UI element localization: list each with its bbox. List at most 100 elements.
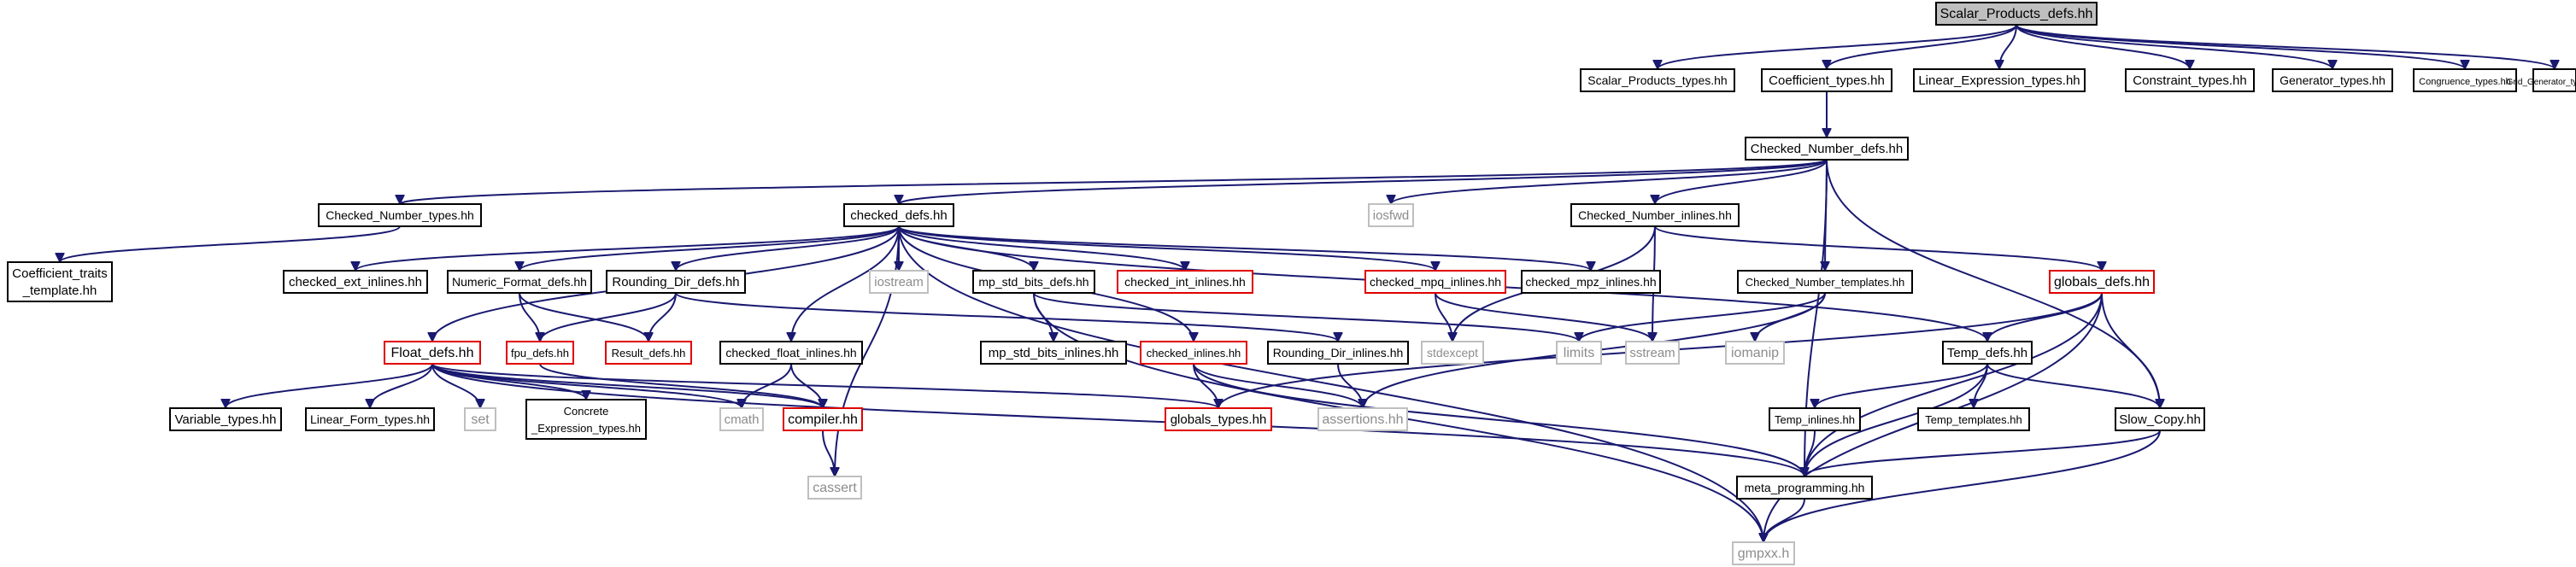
edge-checked-float-inlines-to-compiler bbox=[790, 363, 823, 409]
node-numeric-format-defs[interactable]: Numeric_Format_defs.hh bbox=[447, 270, 592, 294]
edge-temp-defs-to-meta-programming bbox=[1804, 363, 1988, 476]
node-label: globals_types.hh bbox=[1171, 412, 1267, 427]
edge-temp-defs-to-temp-inlines bbox=[1815, 363, 1988, 409]
node-compiler[interactable]: compiler.hh bbox=[783, 407, 863, 431]
node-checked-int-inlines[interactable]: checked_int_inlines.hh bbox=[1117, 270, 1253, 294]
node-slow-copy[interactable]: Slow_Copy.hh bbox=[2115, 407, 2205, 431]
node-temp-inlines[interactable]: Temp_inlines.hh bbox=[1769, 407, 1861, 431]
node-constraint-types[interactable]: Constraint_types.hh bbox=[2125, 68, 2255, 92]
node-label: Congruence_types.hh bbox=[2419, 77, 2511, 87]
node-box bbox=[1917, 407, 2030, 431]
node-box bbox=[1317, 407, 1408, 431]
node-checked-number-types[interactable]: Checked_Number_types.hh bbox=[318, 203, 482, 227]
node-rounding-dir-inlines[interactable]: Rounding_Dir_inlines.hh bbox=[1267, 341, 1409, 365]
node-result-defs[interactable]: Result_defs.hh bbox=[605, 341, 692, 365]
node-gmpxx: gmpxx.h bbox=[1732, 541, 1795, 565]
node-box bbox=[719, 407, 764, 431]
edge-fpu-defs-to-compiler bbox=[539, 363, 823, 409]
node-mp-std-bits-defs[interactable]: mp_std_bits_defs.hh bbox=[972, 270, 1095, 294]
node-label: limits bbox=[1564, 346, 1594, 360]
edge-slow-copy-to-meta-programming bbox=[1804, 430, 2161, 477]
edge-scalar-products-defs-to-congruence-types bbox=[2016, 24, 2465, 70]
node-temp-templates[interactable]: Temp_templates.hh bbox=[1917, 407, 2030, 431]
node-checked-mpz-inlines[interactable]: checked_mpz_inlines.hh bbox=[1521, 270, 1661, 294]
node-concrete-expression-types[interactable]: Concrete_Expression_types.hh bbox=[525, 399, 647, 440]
node-scalar-products-types[interactable]: Scalar_Products_types.hh bbox=[1580, 68, 1735, 92]
node-box bbox=[1913, 68, 2086, 92]
node-temp-defs[interactable]: Temp_defs.hh bbox=[1942, 341, 2033, 365]
node-fpu-defs[interactable]: fpu_defs.hh bbox=[506, 341, 574, 365]
edge-checked-number-defs-to-iosfwd bbox=[1391, 159, 1828, 205]
node-box bbox=[1421, 341, 1484, 365]
node-rounding-dir-defs[interactable]: Rounding_Dir_defs.hh bbox=[606, 270, 746, 294]
node-grid-generator-types[interactable]: Grid_Generator_types.hh bbox=[2507, 68, 2576, 92]
node-label: mp_std_bits_defs.hh bbox=[978, 275, 1088, 289]
node-label: checked_mpz_inlines.hh bbox=[1525, 275, 1656, 289]
node-label: compiler.hh bbox=[788, 412, 858, 427]
edge-scalar-products-defs-to-linear-expression-types bbox=[1999, 24, 2017, 70]
node-label: cassert bbox=[813, 481, 857, 495]
edge-slow-copy-to-gmpxx bbox=[1763, 430, 2161, 543]
edge-numeric-format-defs-to-result-defs bbox=[519, 292, 648, 342]
edge-checked-defs-to-checked-float-inlines bbox=[791, 225, 900, 342]
node-coefficient-types[interactable]: Coefficient_types.hh bbox=[1761, 68, 1892, 92]
node-label: Constraint_types.hh bbox=[2133, 73, 2246, 88]
node-box bbox=[980, 341, 1127, 365]
node-checked-ext-inlines[interactable]: checked_ext_inlines.hh bbox=[283, 270, 428, 294]
node-globals-defs[interactable]: globals_defs.hh bbox=[2049, 270, 2155, 294]
node-box bbox=[2125, 68, 2255, 92]
node-box bbox=[1521, 270, 1661, 294]
edge-float-defs-to-variable-types bbox=[226, 363, 433, 409]
node-meta-programming[interactable]: meta_programming.hh bbox=[1736, 476, 1873, 500]
node-checked-number-inlines[interactable]: Checked_Number_inlines.hh bbox=[1570, 203, 1740, 227]
node-variable-types[interactable]: Variable_types.hh bbox=[169, 407, 282, 431]
node-generator-types[interactable]: Generator_types.hh bbox=[2272, 68, 2393, 92]
node-label: iosfwd bbox=[1373, 208, 1410, 223]
node-checked-float-inlines[interactable]: checked_float_inlines.hh bbox=[719, 341, 863, 365]
node-checked-mpq-inlines[interactable]: checked_mpq_inlines.hh bbox=[1364, 270, 1506, 294]
node-checked-number-templates[interactable]: Checked_Number_templates.hh bbox=[1737, 270, 1913, 294]
node-box bbox=[2272, 68, 2393, 92]
node-float-defs[interactable]: Float_defs.hh bbox=[384, 341, 481, 365]
node-label: checked_mpq_inlines.hh bbox=[1370, 275, 1501, 289]
edge-float-defs-to-set bbox=[431, 363, 480, 409]
node-box bbox=[2532, 68, 2576, 92]
node-mp-std-bits-inlines[interactable]: mp_std_bits_inlines.hh bbox=[980, 341, 1127, 365]
node-iostream: iostream bbox=[869, 270, 929, 294]
node-label: Temp_inlines.hh bbox=[1775, 413, 1855, 426]
edge-checked-float-inlines-to-cmath bbox=[742, 363, 792, 409]
node-linear-form-types[interactable]: Linear_Form_types.hh bbox=[305, 407, 435, 431]
edge-checked-defs-to-checked-mpz-inlines bbox=[898, 225, 1591, 272]
node-box bbox=[1117, 270, 1253, 294]
edge-float-defs-to-cmath bbox=[431, 363, 742, 409]
edge-globals-defs-to-temp-defs bbox=[1987, 292, 2103, 342]
node-box bbox=[719, 341, 863, 365]
node-box bbox=[305, 407, 435, 431]
node-checked-defs[interactable]: checked_defs.hh bbox=[843, 203, 954, 227]
node-checked-inlines[interactable]: checked_inlines.hh bbox=[1140, 341, 1247, 365]
edge-checked-mpq-inlines-to-stdexcept bbox=[1435, 292, 1452, 342]
node-label: iomanip bbox=[1731, 346, 1779, 360]
node-label: Slow_Copy.hh bbox=[2119, 412, 2201, 427]
edge-float-defs-to-globals-types bbox=[431, 363, 1218, 409]
node-label: Grid_Generator_types.hh bbox=[2507, 78, 2576, 87]
node-coefficient-traits-template[interactable]: Coefficient_traits_template.hh bbox=[7, 261, 113, 302]
edge-float-defs-to-linear-form-types bbox=[370, 363, 433, 409]
node-box bbox=[2413, 68, 2517, 92]
node-label: Coefficient_types.hh bbox=[1769, 73, 1885, 88]
node-label: iostream bbox=[874, 275, 924, 289]
node-label: Checked_Number_types.hh bbox=[326, 208, 474, 222]
node-globals-types[interactable]: globals_types.hh bbox=[1165, 407, 1272, 431]
node-congruence-types[interactable]: Congruence_types.hh bbox=[2413, 68, 2517, 92]
node-checked-number-defs[interactable]: Checked_Number_defs.hh bbox=[1745, 137, 1909, 161]
node-linear-expression-types[interactable]: Linear_Expression_types.hh bbox=[1913, 68, 2086, 92]
node-box bbox=[1165, 407, 1272, 431]
node-box bbox=[605, 341, 692, 365]
node-box bbox=[1935, 2, 2098, 26]
node-box bbox=[447, 270, 592, 294]
node-label: mp_std_bits_inlines.hh bbox=[989, 346, 1119, 360]
node-box bbox=[318, 203, 482, 227]
node-scalar-products-defs[interactable]: Scalar_Products_defs.hh bbox=[1935, 2, 2098, 26]
node-box bbox=[1556, 341, 1602, 365]
edge-checked-defs-to-rounding-dir-defs bbox=[676, 225, 900, 272]
